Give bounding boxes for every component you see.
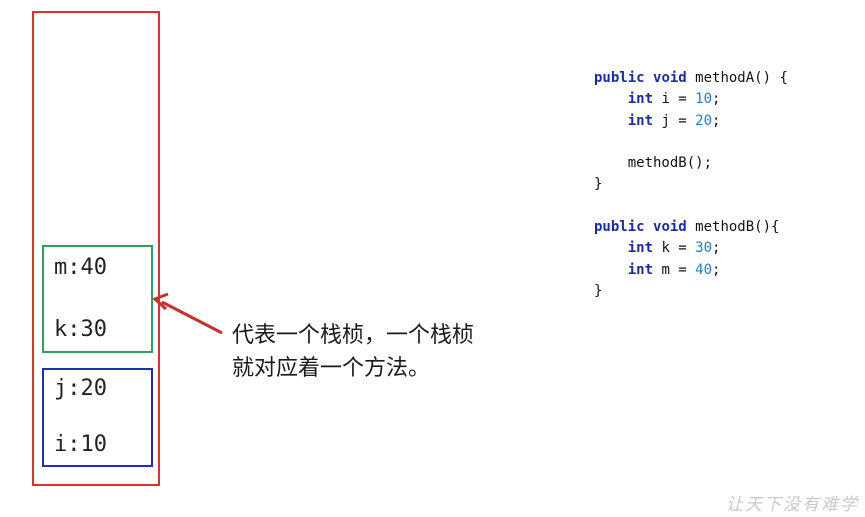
code-number: 10: [695, 91, 713, 108]
frame-var-k: k:30: [54, 317, 107, 342]
stack-frame-methodA: j:20 i:10: [42, 368, 153, 467]
stack-container: [32, 11, 160, 486]
code-line-blank: [594, 196, 788, 217]
code-line-close-brace: }: [594, 282, 603, 299]
keyword-int: int: [627, 91, 654, 108]
code-number: 40: [695, 261, 713, 278]
code-line-int-j: int j = 20;: [594, 111, 788, 132]
code-line-int-k: int k = 30;: [594, 238, 788, 259]
keyword-public: public: [594, 219, 645, 236]
indent: [594, 113, 628, 129]
code-text: ;: [712, 91, 721, 108]
code-text: j =: [653, 112, 696, 129]
stack-frame-methodB: m:40 k:30: [42, 245, 153, 353]
code-text: ;: [712, 240, 721, 257]
code-text: k =: [653, 240, 696, 257]
arrow-head: [152, 292, 169, 311]
code-line-close-brace: }: [594, 176, 603, 193]
keyword-public: public: [594, 70, 645, 86]
frame-var-m: m:40: [54, 255, 107, 280]
code-line-methodA-signature: public void methodA() {: [594, 68, 788, 89]
code-text: ;: [712, 112, 721, 129]
keyword-int: int: [627, 261, 654, 278]
code-text: m =: [653, 261, 696, 278]
code-text: ;: [712, 261, 721, 278]
keyword-void: void: [653, 70, 687, 86]
annotation-line-2: 就对应着一个方法。: [232, 356, 431, 381]
annotation-text: 代表一个栈桢，一个栈桢 就对应着一个方法。: [232, 319, 474, 385]
code-line-int-i: int i = 10;: [594, 89, 788, 110]
method-name: methodB(){: [686, 219, 780, 236]
indent: [594, 240, 628, 256]
code-number: 20: [695, 112, 713, 129]
watermark: 让天下没有难学: [726, 495, 859, 515]
code-line-int-m: int m = 40;: [594, 260, 788, 281]
code-text: i =: [653, 91, 696, 108]
frame-var-j: j:20: [54, 376, 107, 401]
keyword-int: int: [627, 240, 654, 257]
code-line-methodB-signature: public void methodB(){: [594, 217, 788, 238]
code-block: public void methodA() { int i = 10; int …: [594, 68, 788, 302]
annotation-line-1: 代表一个栈桢，一个栈桢: [232, 323, 475, 348]
indent: [594, 262, 628, 278]
keyword-void: void: [653, 219, 687, 236]
frame-var-i: i:10: [54, 432, 107, 457]
arrow-shaft: [161, 300, 223, 335]
code-number: 30: [695, 240, 713, 257]
code-line-call-methodB: methodB();: [594, 155, 713, 172]
method-name: methodA() {: [686, 70, 788, 86]
code-line-blank: [594, 132, 788, 153]
indent: [594, 91, 628, 107]
keyword-int: int: [627, 112, 654, 129]
